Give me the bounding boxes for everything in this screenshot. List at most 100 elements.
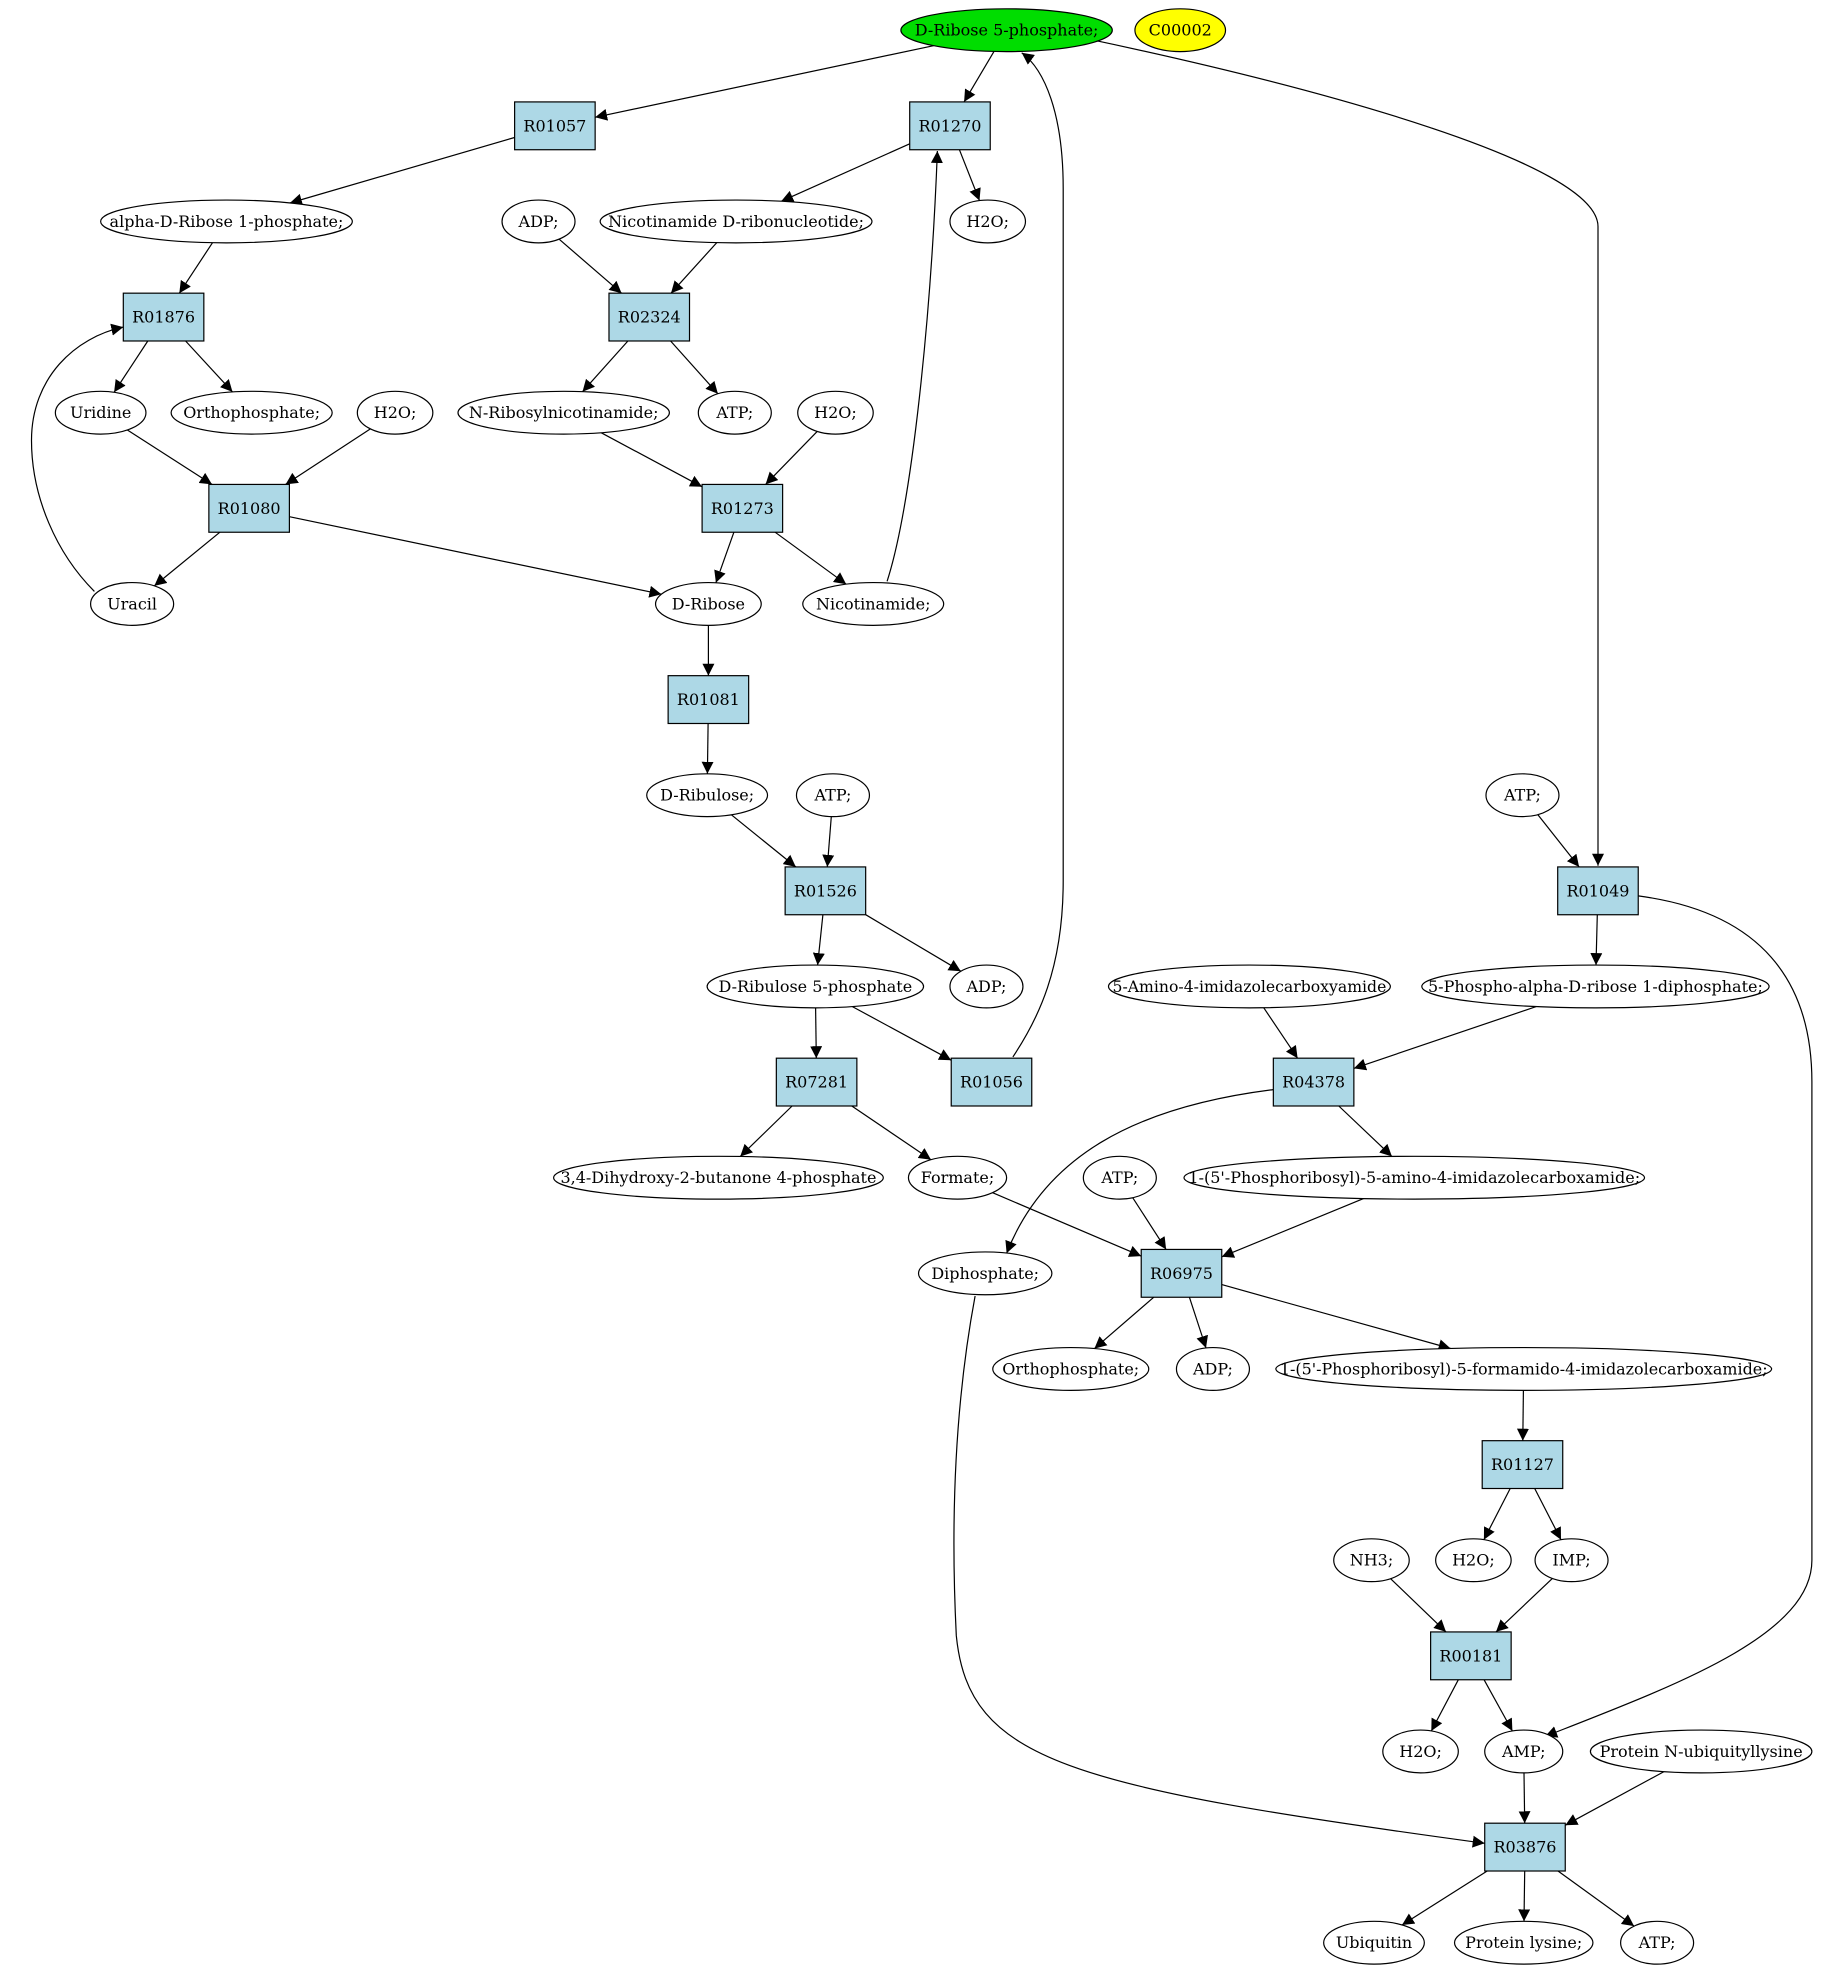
compound-node-c_uridine[interactable]: Uridine: [54, 390, 147, 435]
compound-node-c_r5p[interactable]: D-Ribose 5-phosphate;: [900, 8, 1113, 53]
compound-node-c_faicar[interactable]: 1-(5'-Phosphoribosyl)-5-formamido-4-imid…: [1275, 1346, 1773, 1391]
reaction-node-r_R01273[interactable]: R01273: [701, 483, 784, 533]
reaction-label: R00181: [1439, 1646, 1502, 1665]
edge-r_R01876-to-c_uridine: [113, 340, 149, 393]
edge-r_R03876-to-c_ubiquitin: [1401, 1870, 1488, 1926]
edge-r_R01080-to-c_uracil: [153, 531, 221, 587]
compound-shape: [501, 199, 576, 244]
reaction-label: R01057: [523, 116, 586, 135]
compound-node-c_formate[interactable]: Formate;: [907, 1155, 1008, 1200]
compound-node-c_ru5p[interactable]: D-Ribulose 5-phosphate: [706, 964, 925, 1009]
edge-r_R01057-to-c_ar1p: [289, 136, 515, 206]
compound-label: Diphosphate;: [931, 1264, 1039, 1283]
compound-node-c_ar1p[interactable]: alpha-D-Ribose 1-phosphate;: [100, 199, 353, 244]
compound-label: 5-Amino-4-imidazolecarboxyamide: [1113, 977, 1387, 996]
compound-shape: [1323, 1920, 1425, 1965]
compound-node-c_adp2[interactable]: ADP;: [949, 964, 1024, 1009]
compound-shape: [170, 390, 333, 435]
compound-node-c_nmn[interactable]: Nicotinamide D-ribonucleotide;: [599, 199, 873, 244]
compound-node-c_atp4[interactable]: ATP;: [1082, 1155, 1157, 1200]
reaction-node-r_R06975[interactable]: R06975: [1140, 1248, 1223, 1298]
reaction-node-r_R00181[interactable]: R00181: [1430, 1631, 1512, 1681]
reaction-node-r_R07281[interactable]: R07281: [775, 1057, 858, 1107]
edge-r_R01876-to-c_pi1: [185, 340, 233, 393]
compound-shape: [992, 1346, 1150, 1391]
compound-label: alpha-D-Ribose 1-phosphate;: [110, 212, 344, 231]
edge-r_R01080-to-c_dribose: [289, 516, 662, 598]
edge-c_pnul-to-r_R03876: [1565, 1771, 1665, 1826]
compound-node-c_imp[interactable]: IMP;: [1534, 1538, 1609, 1583]
compound-node-c_nrn[interactable]: N-Ribosylnicotinamide;: [457, 390, 670, 435]
compound-label: ADP;: [965, 977, 1006, 996]
compound-label: 1-(5'-Phosphoribosyl)-5-amino-4-imidazol…: [1188, 1168, 1640, 1187]
reaction-node-r_R02324[interactable]: R02324: [608, 292, 691, 342]
reaction-node-r_R01081[interactable]: R01081: [667, 675, 750, 725]
edge-c_aicar-to-r_R06975: [1221, 1198, 1364, 1258]
compound-node-c_nam[interactable]: Nicotinamide;: [802, 581, 945, 626]
compound-node-c_dribose[interactable]: D-Ribose: [654, 581, 762, 626]
compound-shape: [1453, 1920, 1594, 1965]
compound-node-c_dhbp[interactable]: 3,4-Dihydroxy-2-butanone 4-phosphate: [553, 1155, 884, 1200]
compound-node-c_pi2[interactable]: Orthophosphate;: [992, 1346, 1150, 1391]
compound-shape: [697, 390, 772, 435]
compound-node-c_c00002[interactable]: C00002: [1134, 8, 1227, 53]
compound-node-c_ppi[interactable]: Diphosphate;: [917, 1251, 1053, 1296]
reaction-shape: [1481, 1440, 1564, 1490]
reaction-label: R01081: [677, 690, 740, 709]
reaction-label: R04378: [1282, 1073, 1345, 1092]
compound-label: 1-(5'-Phosphoribosyl)-5-formamido-4-imid…: [1280, 1359, 1768, 1378]
edge-c_faicar-to-r_R01127: [1516, 1390, 1529, 1441]
compound-node-c_pi1[interactable]: Orthophosphate;: [170, 390, 333, 435]
reaction-node-r_R03876[interactable]: R03876: [1484, 1822, 1566, 1872]
compound-node-c_adp1[interactable]: ADP;: [501, 199, 576, 244]
compound-label: ATP;: [813, 786, 851, 805]
compound-label: 5-Phospho-alpha-D-ribose 1-diphosphate;: [1428, 977, 1763, 996]
compound-node-c_h2o4[interactable]: H2O;: [1435, 1538, 1512, 1583]
edge-r_R01273-to-c_dribose: [714, 531, 735, 584]
compound-node-c_atp1[interactable]: ATP;: [697, 390, 772, 435]
compound-node-c_aicar[interactable]: 1-(5'-Phosphoribosyl)-5-amino-4-imidazol…: [1183, 1155, 1646, 1200]
reaction-node-r_R01080[interactable]: R01080: [208, 483, 290, 533]
compound-shape: [1107, 964, 1391, 1009]
compound-shape: [1082, 1155, 1157, 1200]
compound-label: ATP;: [1100, 1168, 1138, 1187]
compound-node-c_h2o5[interactable]: H2O;: [1382, 1729, 1459, 1774]
compound-shape: [1175, 1346, 1251, 1391]
compound-node-c_nh3[interactable]: NH3;: [1333, 1538, 1410, 1583]
edge-c_adp1-to-r_R02324: [558, 238, 622, 294]
edge-r_R03876-to-c_atp5: [1557, 1870, 1635, 1927]
compound-node-c_h2o1[interactable]: H2O;: [949, 199, 1027, 244]
reaction-node-r_R01526[interactable]: R01526: [784, 866, 867, 916]
compound-node-c_prpp[interactable]: 5-Phospho-alpha-D-ribose 1-diphosphate;: [1421, 964, 1770, 1009]
compound-node-c_aica[interactable]: 5-Amino-4-imidazolecarboxyamide: [1107, 964, 1391, 1009]
compound-node-c_atp5[interactable]: ATP;: [1620, 1920, 1695, 1965]
compound-shape: [54, 390, 147, 435]
compound-shape: [1421, 964, 1770, 1009]
compound-node-c_ubiquitin[interactable]: Ubiquitin: [1323, 1920, 1425, 1965]
reaction-node-r_R01270[interactable]: R01270: [909, 101, 991, 151]
reaction-node-r_R04378[interactable]: R04378: [1272, 1057, 1355, 1107]
compound-node-c_uracil[interactable]: Uracil: [89, 581, 175, 626]
compound-label: ADP;: [518, 212, 559, 231]
compound-node-c_pnul[interactable]: Protein N-ubiquityllysine: [1589, 1729, 1813, 1774]
reaction-label: R01049: [1566, 881, 1629, 900]
compound-node-c_h2o3[interactable]: H2O;: [797, 390, 874, 435]
compound-node-c_amp[interactable]: AMP;: [1484, 1729, 1564, 1774]
reaction-label: R01127: [1491, 1455, 1554, 1474]
compound-node-c_h2o2[interactable]: H2O;: [356, 390, 434, 435]
compound-node-c_plys[interactable]: Protein lysine;: [1453, 1920, 1594, 1965]
compound-node-c_atp3[interactable]: ATP;: [1485, 773, 1560, 818]
reaction-shape: [667, 675, 750, 725]
compound-label: D-Ribose: [672, 594, 745, 613]
reaction-node-r_R01049[interactable]: R01049: [1557, 866, 1639, 916]
reaction-node-r_R01057[interactable]: R01057: [514, 101, 596, 151]
reaction-node-r_R01876[interactable]: R01876: [122, 292, 205, 342]
compound-label: ATP;: [1638, 1933, 1676, 1952]
reaction-node-r_R01056[interactable]: R01056: [950, 1057, 1033, 1107]
compound-node-c_atp2[interactable]: ATP;: [795, 773, 871, 818]
reaction-node-r_R01127[interactable]: R01127: [1481, 1440, 1564, 1490]
edge-r_R01526-to-c_adp2: [865, 914, 962, 972]
compound-node-c_adp3[interactable]: ADP;: [1175, 1346, 1251, 1391]
compound-node-c_dribulose[interactable]: D-Ribulose;: [646, 773, 769, 818]
